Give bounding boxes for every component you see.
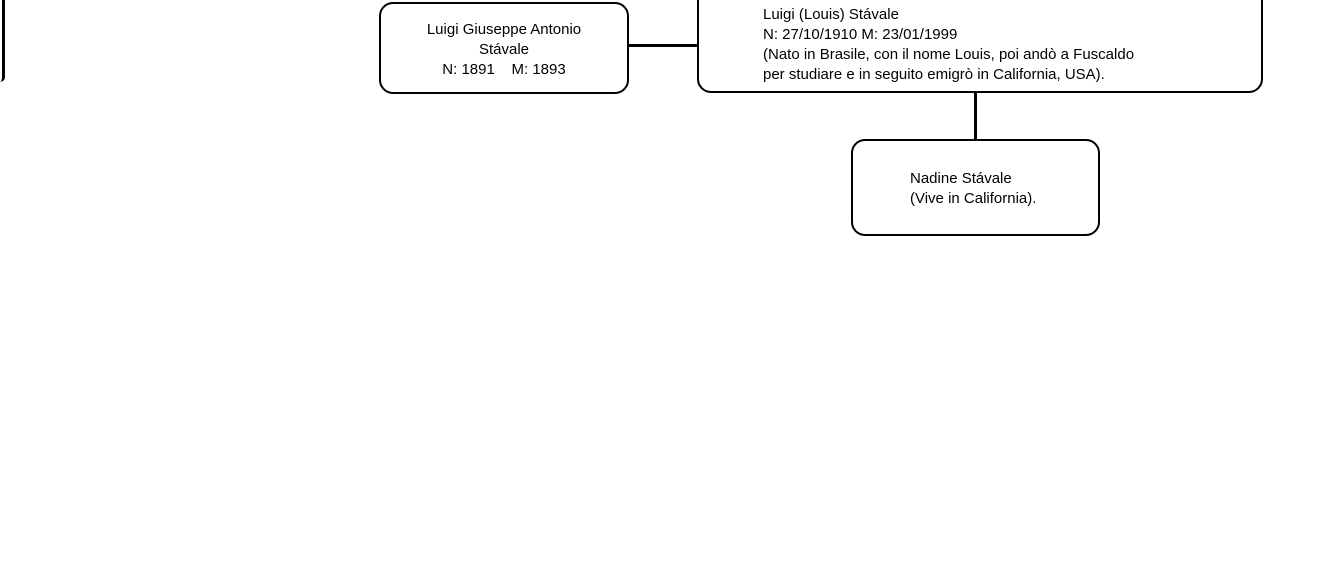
spouse-connector-line [626,44,700,47]
node-line: Nadine Stávale [910,170,1012,187]
node-line: Stávale [478,41,530,58]
node-line: Luigi Giuseppe Antonio [426,21,582,38]
node-nadine-stavale[interactable]: Nadine Stávale (Vive in California). [851,139,1100,236]
node-luigi-louis-stavale[interactable]: Luigi (Louis) Stávale N: 27/10/1910 M: 2… [697,0,1263,93]
node-line: (Nato in Brasile, con il nome Louis, poi… [763,46,1135,63]
node-line: N: 27/10/1910 M: 23/01/1999 [763,26,958,43]
node-line: per studiare e in seguito emigrò in Cali… [763,66,1105,83]
offscreen-ancestor-node-edge [0,0,5,82]
node-line: (Vive in California). [910,190,1037,207]
node-line: Luigi (Louis) Stávale [763,6,899,23]
child-connector-line [974,91,977,141]
node-line: N: 1891 M: 1893 [442,61,566,78]
node-luigi-giuseppe-antonio-stavale[interactable]: Luigi Giuseppe Antonio Stávale N: 1891 M… [379,2,629,94]
